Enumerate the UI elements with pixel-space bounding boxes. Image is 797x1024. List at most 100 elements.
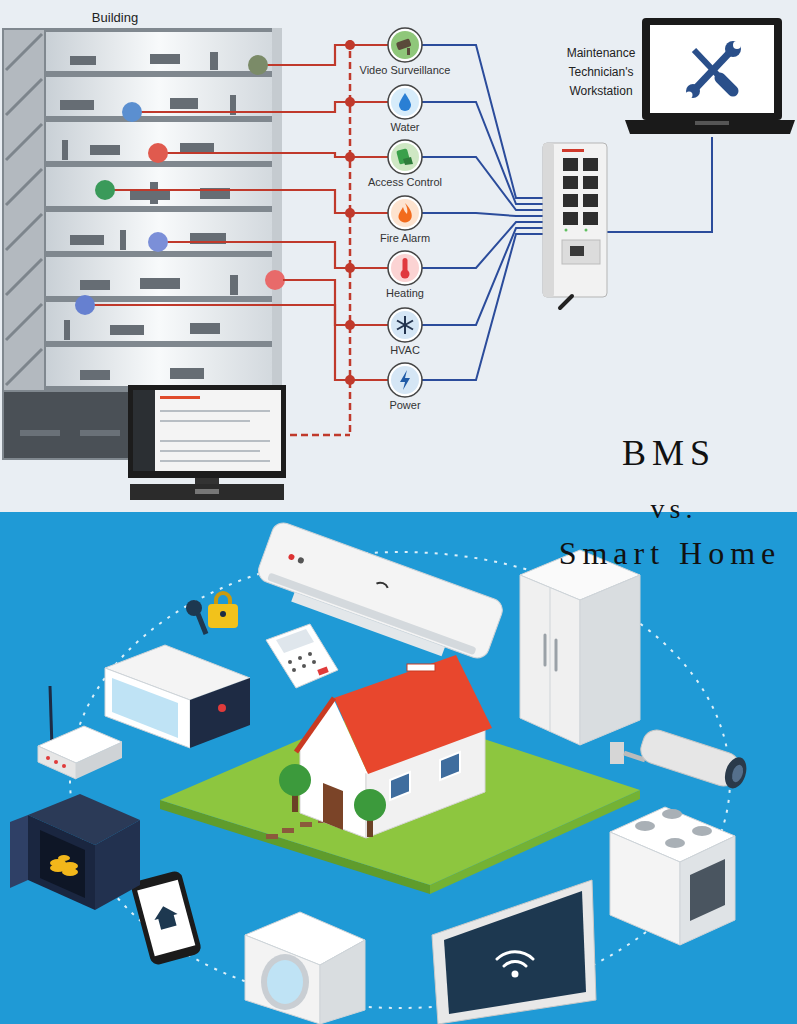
server-monitor xyxy=(160,410,270,462)
smart-home-illustration xyxy=(54,760,58,764)
system-node: HVAC xyxy=(350,308,460,364)
smart-home-illustration xyxy=(545,635,556,670)
smart-home-illustration xyxy=(10,815,28,888)
laptop-illustration xyxy=(686,92,693,99)
building-illustration xyxy=(6,259,42,295)
building-illustration xyxy=(70,56,96,65)
network-line xyxy=(460,102,712,232)
system-icon xyxy=(391,31,419,59)
heading-word: Smart Home xyxy=(559,537,782,569)
building-illustration xyxy=(46,77,272,116)
building-illustration xyxy=(190,323,220,334)
smart-home-illustration xyxy=(252,520,506,671)
heading-word: vs. xyxy=(651,495,698,523)
building-illustration xyxy=(230,275,238,295)
system-label: Heating xyxy=(350,287,460,300)
smart-home-illustration xyxy=(440,752,460,780)
system-icon xyxy=(388,363,422,397)
network-switch xyxy=(563,212,578,225)
smart-home-illustration xyxy=(690,859,725,921)
building-heading: Building xyxy=(0,10,230,25)
smart-home-illustration xyxy=(28,815,95,910)
server-monitor xyxy=(133,390,155,471)
smart-home-illustration xyxy=(410,668,432,694)
system-label: Video Surveillance xyxy=(350,64,460,77)
icon-stub-red xyxy=(350,101,389,103)
server-monitor xyxy=(130,484,284,500)
smart-home-illustration xyxy=(692,826,712,836)
server-monitor xyxy=(195,478,219,484)
building-illustration xyxy=(4,30,44,390)
floor-sensor-dot xyxy=(95,180,115,200)
smart-home-illustration xyxy=(279,764,311,796)
smart-home-illustration xyxy=(276,629,314,653)
smart-home-illustration xyxy=(296,698,334,752)
smart-home-illustration xyxy=(261,954,309,1010)
icon-stub-red xyxy=(350,45,389,380)
smart-home-illustration xyxy=(730,763,745,783)
building-illustration xyxy=(6,169,42,205)
system-label: HVAC xyxy=(350,344,460,357)
icon-stub-red xyxy=(350,156,389,158)
smart-home-illustration xyxy=(610,742,624,764)
network-switch xyxy=(583,212,598,225)
floor-sensor-lead xyxy=(158,152,283,154)
smart-home-illustration xyxy=(208,604,238,628)
smart-home-illustration xyxy=(312,660,316,664)
heading-word: BMS xyxy=(622,435,716,471)
smart-home-illustration xyxy=(497,952,533,959)
laptop-illustration xyxy=(725,41,741,57)
system-label: Fire Alarm xyxy=(350,232,460,245)
system-label: Power xyxy=(350,399,460,412)
building-illustration xyxy=(80,430,120,436)
smart-home-illustration xyxy=(610,832,680,945)
smart-home-illustration xyxy=(504,962,526,966)
smart-home-illustration xyxy=(255,520,505,662)
floor-sensor-dot xyxy=(75,55,285,315)
server-monitor xyxy=(133,390,281,471)
icon-stub-red xyxy=(350,44,389,46)
signal-line xyxy=(283,45,350,65)
floor-sensor-dot xyxy=(122,102,142,122)
system-icon xyxy=(397,321,413,330)
laptop-illustration xyxy=(650,25,774,113)
smart-home-illustration xyxy=(152,903,181,930)
icon-stub-blue xyxy=(421,45,461,380)
building-illustration xyxy=(60,100,94,110)
system-icon xyxy=(391,311,419,339)
server-monitor xyxy=(160,410,270,412)
smart-home-illustration xyxy=(50,855,78,876)
smart-home-illustration xyxy=(432,880,596,1024)
dashed-bus-line xyxy=(290,40,350,435)
smart-home-illustration xyxy=(721,755,750,792)
system-icon xyxy=(388,28,422,397)
system-icon xyxy=(397,316,413,334)
server-monitor xyxy=(160,450,260,452)
bottom-panel xyxy=(0,512,797,1024)
smart-home-illustration xyxy=(390,752,460,800)
smart-home-illustration xyxy=(407,664,435,671)
icon-stub-blue xyxy=(421,156,461,158)
network-switch xyxy=(562,149,584,152)
icon-stub-blue xyxy=(421,379,461,381)
smart-home-illustration xyxy=(130,870,202,967)
top-panel xyxy=(0,0,797,512)
system-node: Heating xyxy=(350,251,460,307)
building-illustration xyxy=(62,140,68,160)
smart-home-illustration xyxy=(130,870,202,967)
network-switch xyxy=(565,229,588,232)
smart-home-illustration xyxy=(50,686,52,748)
system-icon xyxy=(398,203,411,222)
smart-home-illustration xyxy=(520,575,580,745)
smart-home-illustration xyxy=(662,809,682,819)
server-monitor xyxy=(195,489,219,494)
building-node: Building xyxy=(0,4,283,462)
smart-home-illustration xyxy=(513,972,517,976)
icon-stub-blue xyxy=(421,44,461,46)
smart-home-illustration xyxy=(320,940,365,1024)
system-icon xyxy=(391,199,419,227)
smart-home-illustration xyxy=(266,834,278,839)
smart-home-illustration xyxy=(390,772,410,800)
system-icon xyxy=(388,251,422,285)
building-illustration xyxy=(6,79,42,115)
